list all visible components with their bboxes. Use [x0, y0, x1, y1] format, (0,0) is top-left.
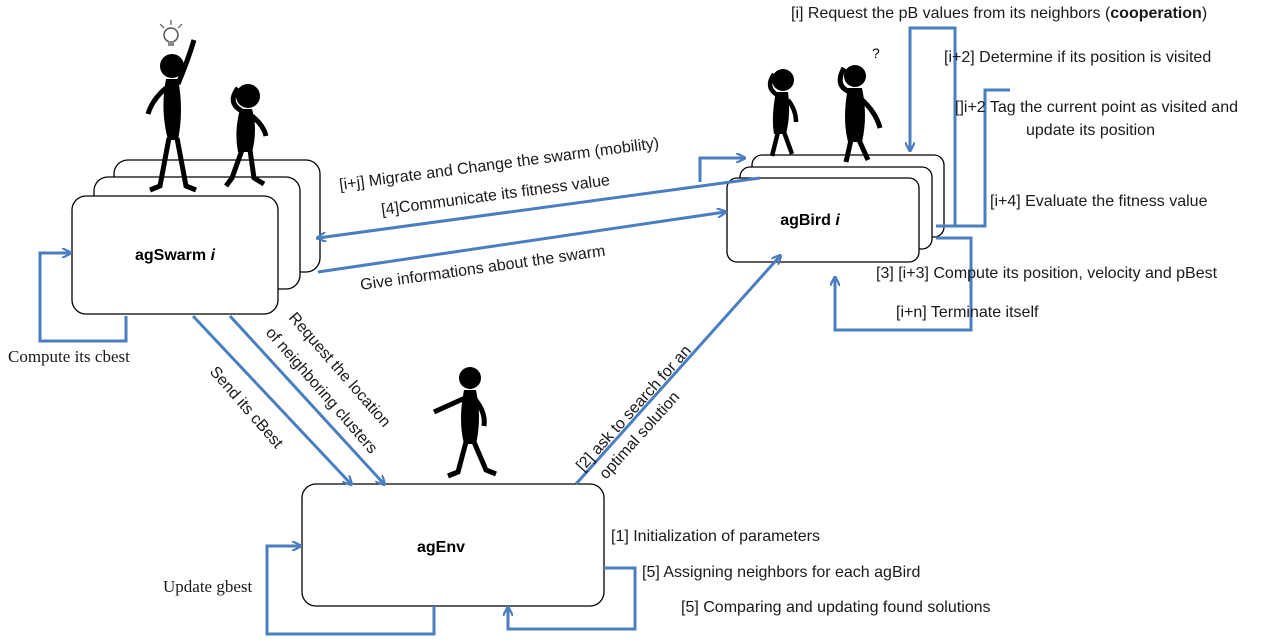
ask-search-label-1: [2] ask to search for an — [573, 342, 695, 474]
compute-cbest-arrow — [38, 253, 128, 343]
agswarm-title: agSwarm i — [135, 247, 216, 264]
communicate-arrow — [318, 176, 761, 238]
compute-position-label: [3] [i+3] Compute its position, velocity… — [876, 265, 1218, 282]
agenv-box: agEnv — [301, 483, 605, 607]
puzzled-figure — [224, 84, 269, 188]
assign-loop-arrow — [508, 566, 637, 631]
send-cbest-arrow — [191, 314, 351, 484]
send-cbest-label: Send its cBest — [206, 363, 286, 452]
update-gbest-arrow — [265, 546, 436, 636]
agenv-title: agEnv — [417, 539, 465, 556]
terminate-label: [i+n] Terminate itself — [896, 304, 1039, 321]
agbird-box: agBird i — [726, 154, 945, 263]
bird-figure-left — [767, 69, 799, 157]
thinking-figure — [145, 20, 197, 193]
agbird-title: agBird i — [780, 212, 840, 229]
bird-figure-right: ? — [837, 45, 883, 163]
terminate-loop-arrow — [835, 236, 973, 332]
agswarm-box: agSwarm i — [71, 159, 321, 315]
compare-update-label: [5] Comparing and updating found solutio… — [681, 599, 991, 616]
compute-cbest-label: Compute its cbest — [8, 347, 130, 366]
update-gbest-label: Update gbest — [163, 577, 253, 596]
migrate-arrow — [698, 158, 744, 182]
determine-visited-label: [i+2] Determine if its position is visit… — [944, 49, 1211, 66]
lightbulb-icon — [159, 20, 183, 46]
tag-visited-label-2: update its position — [1026, 122, 1155, 139]
give-info-label: Give informations about the swarm — [359, 243, 606, 294]
assign-neighbors-label: [5] Assigning neighbors for each agBird — [642, 564, 920, 581]
evaluate-fitness-label: [i+4] Evaluate the fitness value — [990, 193, 1208, 210]
ask-search-arrow — [574, 256, 780, 486]
question-mark-icon: ? — [872, 45, 880, 61]
request-pb-label: [i] Request the pB values from its neigh… — [791, 5, 1207, 22]
pointing-figure — [432, 367, 497, 479]
evaluate-fitness-arrow — [946, 88, 1010, 228]
migrate-label: [i+j] Migrate and Change the swarm (mobi… — [338, 135, 660, 194]
request-location-arrow — [228, 314, 384, 484]
init-params-label: [1] Initialization of parameters — [611, 528, 820, 545]
give-info-arrow — [317, 212, 725, 274]
tag-visited-label-1: []i+2 Tag the current point as visited a… — [955, 99, 1238, 116]
